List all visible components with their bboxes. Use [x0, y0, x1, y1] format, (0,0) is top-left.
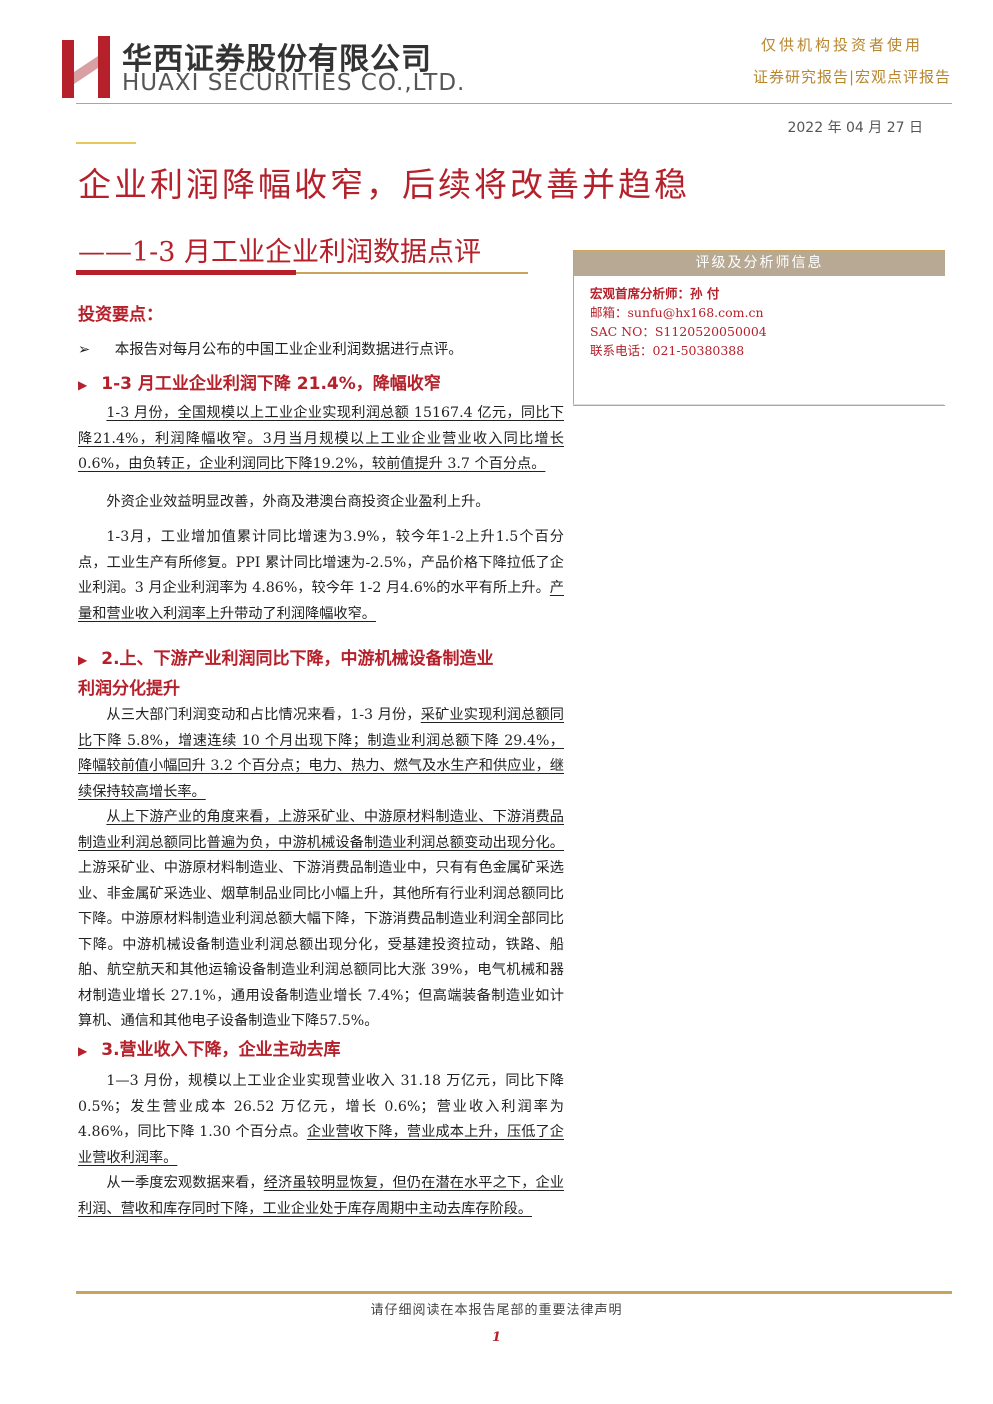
section-1-title: 1-3 月工业企业利润下降 21.4%，降幅收窄 — [101, 374, 441, 394]
analyst-box-bottom-rule — [573, 404, 944, 405]
triangle-bullet-icon: ▶ — [78, 653, 88, 667]
huaxi-logo-icon — [62, 36, 110, 98]
section-3-para-1: 1—3 月份，规模以上工业企业实现营业收入 31.18 万亿元，同比下降 0.5… — [78, 1073, 565, 1166]
subtitle-underline — [76, 272, 528, 274]
section-1-para-2: 外资企业效益明显改善，外商及港澳台商投资企业盈利上升。 — [106, 493, 490, 510]
analyst-email: 邮箱：sunfu@hx168.com.cn — [590, 305, 764, 320]
summary-heading: 投资要点： — [78, 305, 163, 325]
restriction-note: 仅供机构投资者使用 — [760, 36, 923, 54]
legal-disclaimer: 请仔细阅读在本报告尾部的重要法律声明 — [370, 1303, 623, 1318]
section-3-heading: ▶ 3.营业收入下降，企业主动去库 — [78, 1036, 341, 1066]
summary-intro-text: 本报告对每月公布的中国工业企业利润数据进行点评。 — [114, 342, 463, 358]
analyst-name: 宏观首席分析师：孙 付 — [590, 286, 720, 301]
triangle-bullet-icon: ▶ — [78, 378, 88, 392]
summary-intro: ➢ 本报告对每月公布的中国工业企业利润数据进行点评。 — [78, 338, 463, 359]
page-number: 1 — [491, 1330, 502, 1345]
report-date: 2022 年 04 月 27 日 — [787, 120, 923, 136]
section-3-title: 3.营业收入下降，企业主动去库 — [101, 1040, 341, 1060]
triangle-bullet-icon: ▶ — [78, 1044, 88, 1058]
analyst-phone: 联系电话：021-50380388 — [590, 343, 745, 358]
section-1-heading: ▶ 1-3 月工业企业利润下降 21.4%，降幅收窄 — [78, 370, 441, 400]
company-name-en: HUAXI SECURITIES CO.,LTD. — [122, 70, 466, 96]
section-1-para-1: 1-3 月份，全国规模以上工业企业实现利润总额 15167.4 亿元，同比下降2… — [78, 405, 564, 472]
footer-divider — [76, 1291, 952, 1294]
section-2-title-line-2: 利润分化提升 — [78, 679, 180, 699]
bullet-marker-icon: ➢ — [78, 342, 91, 358]
section-2-para-2: 从上下游产业的角度来看，上游采矿业、中游原材料制造业、下游消费品制造业利润总额同… — [78, 809, 564, 1029]
report-title: 企业利润降幅收窄，后续将改善并趋稳 — [78, 165, 690, 204]
section-2-para-1: 从三大部门利润变动和占比情况来看，1-3 月份，采矿业实现利润总额同比下降 5.… — [78, 707, 564, 800]
report-type: 证券研究报告|宏观点评报告 — [752, 68, 951, 86]
section-1-para-3: 1-3月，工业增加值累计同比增速为3.9%，较今年1-2上升1.5个百分点，工业… — [78, 529, 564, 622]
analyst-box-heading: 评级及分析师信息 — [574, 251, 945, 276]
section-2-body: 从三大部门利润变动和占比情况来看，1-3 月份，采矿业实现利润总额同比下降 5.… — [78, 703, 564, 1035]
title-accent-line — [76, 142, 136, 144]
section-3-body: 1—3 月份，规模以上工业企业实现营业收入 31.18 万亿元，同比下降 0.5… — [78, 1069, 564, 1222]
section-2-heading: ▶ 2.上、下游产业利润同比下降，中游机械设备制造业 利润分化提升 — [78, 645, 568, 704]
section-3-para-2: 从一季度宏观数据来看，经济虽较明显恢复，但仍在潜在水平之下，企业利润、营收和库存… — [78, 1175, 564, 1217]
company-name-cn: 华西证券股份有限公司 — [122, 42, 432, 77]
report-subtitle: ——1-3 月工业企业利润数据点评 — [78, 237, 482, 268]
header-divider — [76, 103, 952, 104]
section-1-body: 1-3 月份，全国规模以上工业企业实现利润总额 15167.4 亿元，同比下降2… — [78, 401, 564, 627]
analyst-info-box: 评级及分析师信息 宏观首席分析师：孙 付 邮箱：sunfu@hx168.com.… — [573, 250, 945, 406]
section-2-title-line-1: 2.上、下游产业利润同比下降，中游机械设备制造业 — [101, 649, 494, 669]
analyst-sac: SAC NO：S1120520050004 — [590, 324, 767, 339]
subtitle-accent-bar — [76, 270, 296, 275]
